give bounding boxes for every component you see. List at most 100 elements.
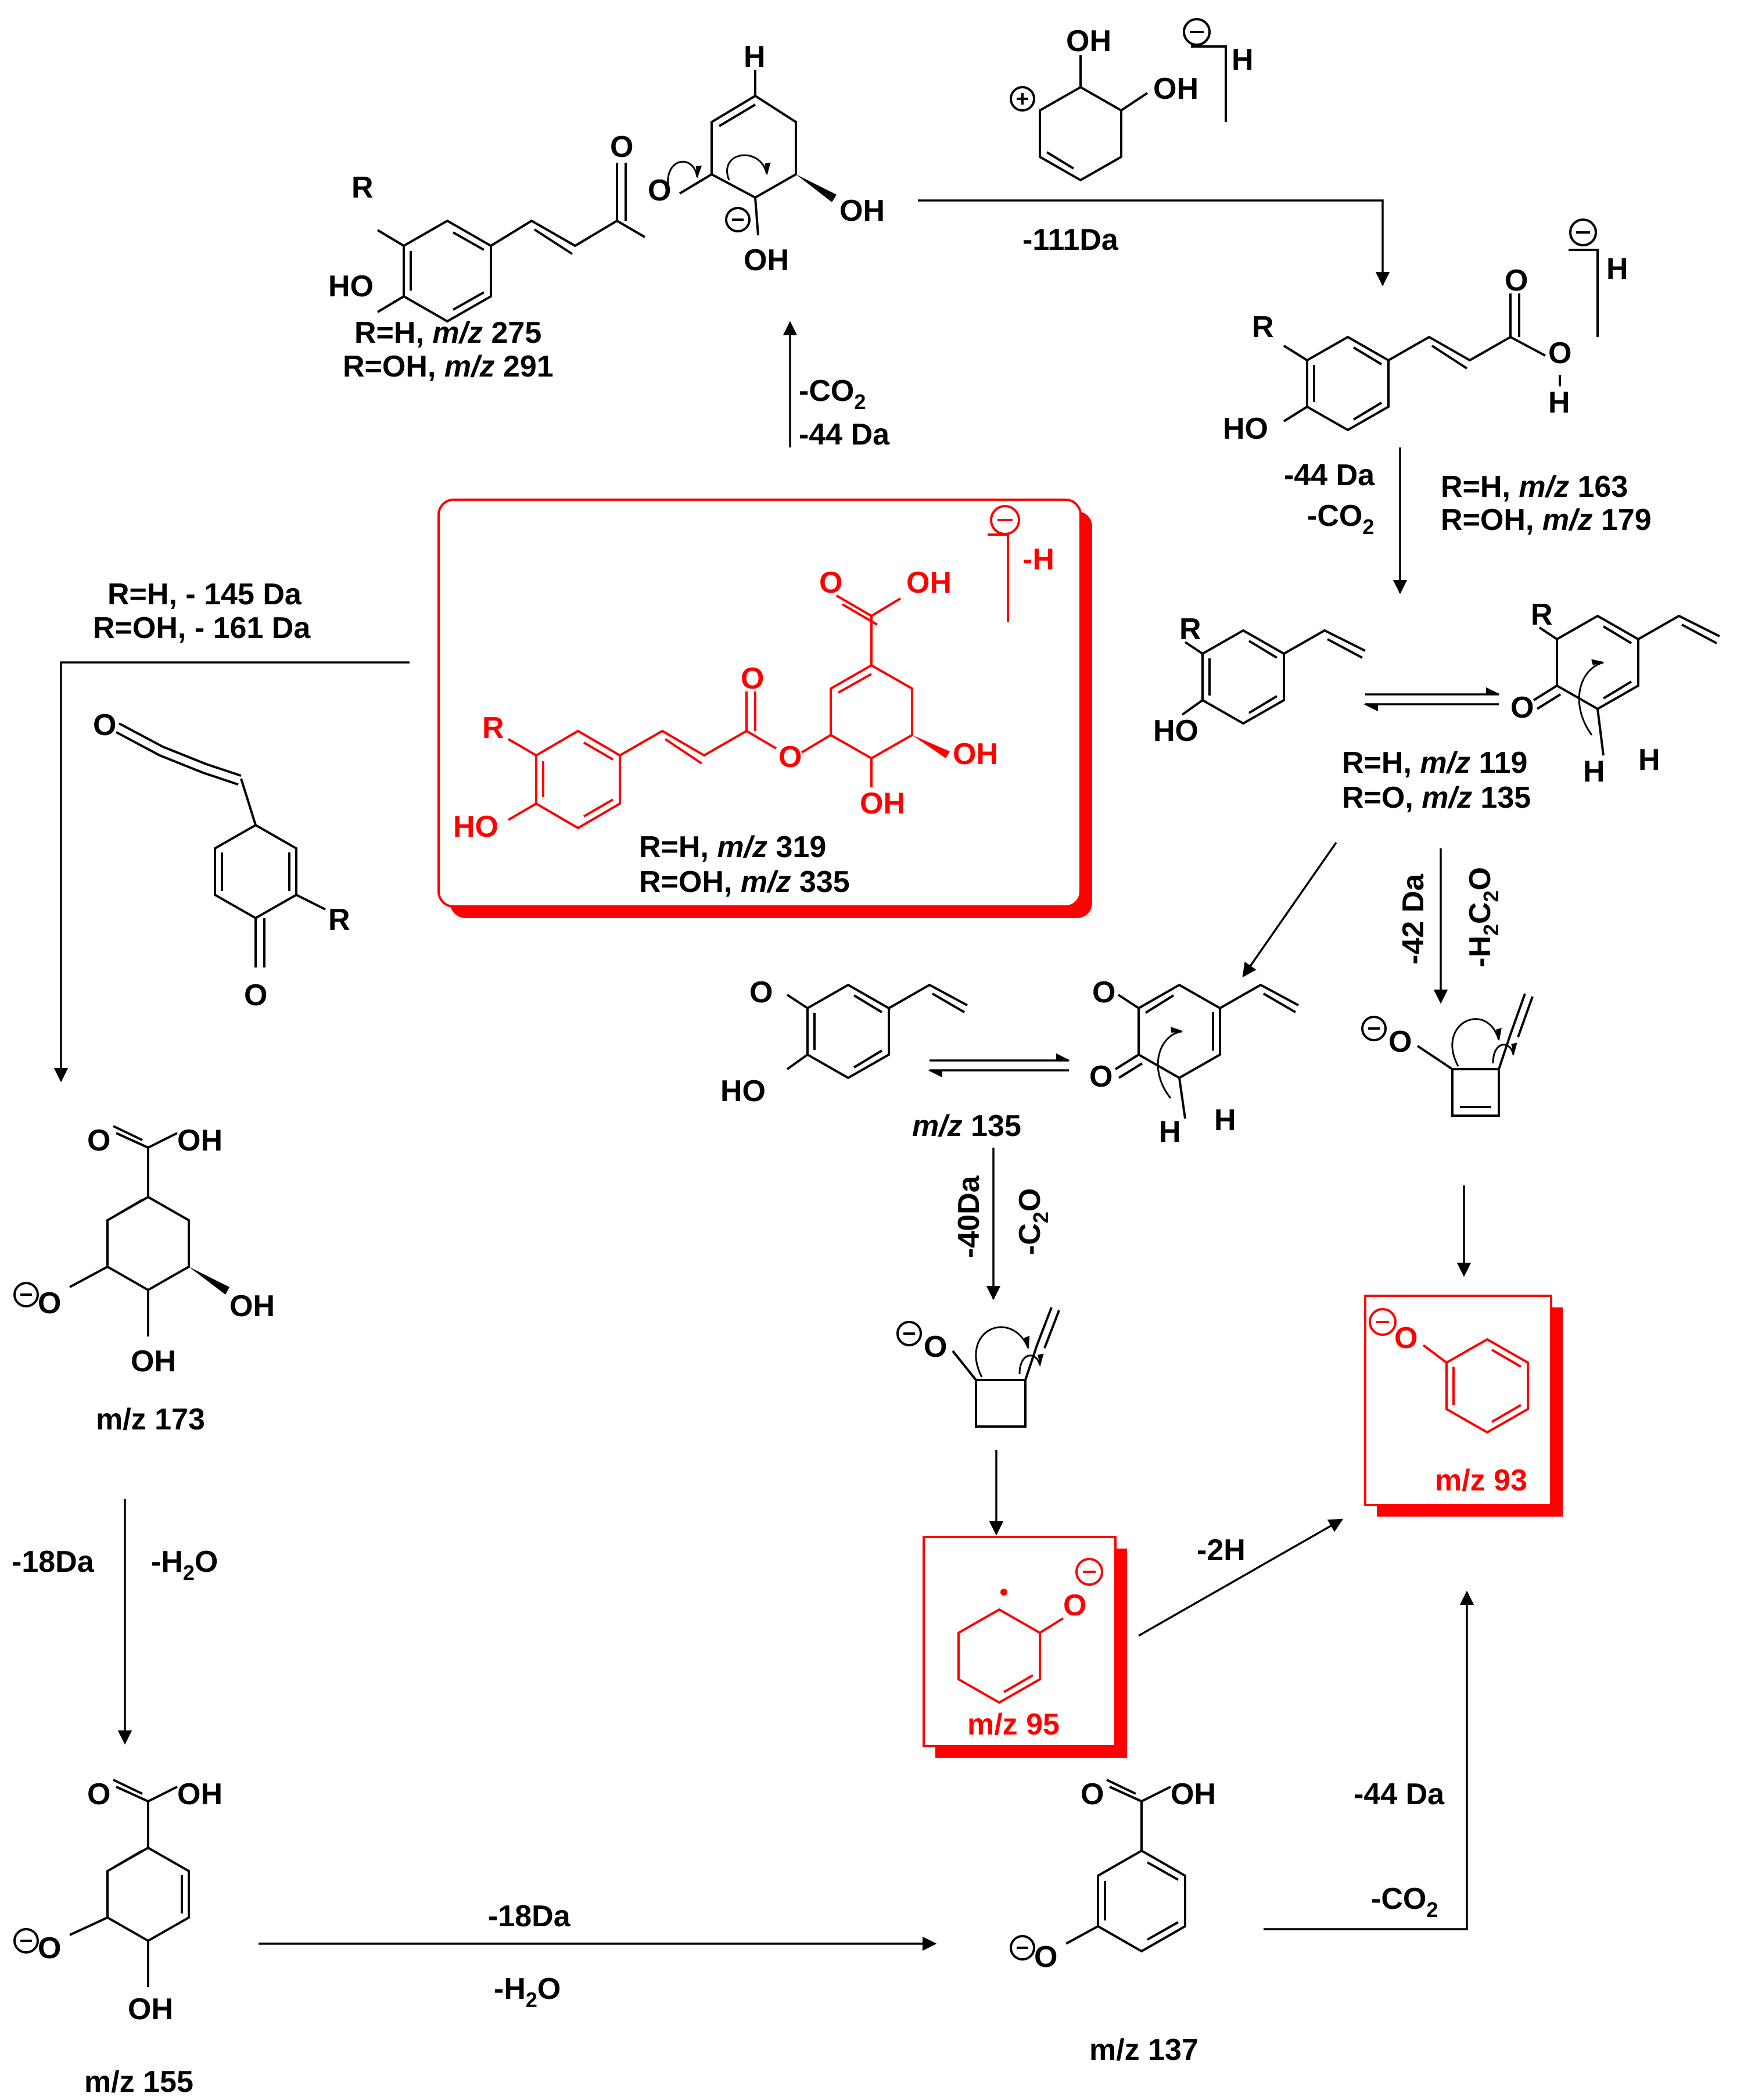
cation-h: H [1232,43,1254,77]
cation-oh1: OH [1066,24,1111,58]
step-18-left-d: O [195,1545,218,1579]
caffeic-label1-mz: m/z [1519,470,1569,504]
caffeic-label1-r: R=H, [1441,470,1519,504]
arrow-topleft-to-caffeic [918,199,1390,286]
cyclobutene-right: O [1361,993,1534,1117]
box95-label: m/z 95 [967,1708,1060,1741]
box93-o: O [1394,1321,1418,1355]
cv-o3: O [1089,1060,1113,1094]
step-44-right-c: 2 [1362,515,1374,539]
tl-ho-label: HO [328,270,374,303]
tl-h-label: H [744,40,766,74]
q155-oh: OH [177,1778,223,1811]
b137-om: O [1034,1940,1057,1974]
q155-oh2: OH [128,1993,173,2026]
q173-oh3: OH [131,1345,176,1378]
vp-label1-r: R=H, [1342,746,1420,780]
svg-text:-C2O: -C2O [1013,1188,1053,1255]
cation-oh2: OH [1153,72,1198,106]
step-44-right-a: -44 Da [1284,458,1375,492]
step-18-left-a: -18Da [12,1545,95,1579]
step-co2-a: -CO [799,374,854,408]
step-42-e: 2 [1479,891,1503,902]
svg-text:R=H, m/z 163: R=H, m/z 163 [1441,470,1628,504]
box93 [1364,1295,1552,1506]
step-44-bottom-a: -44 Da [1354,1778,1445,1811]
step-co2-b: 2 [854,390,866,414]
step-111: -111Da [1022,223,1119,257]
parent-label2-mz: m/z [741,865,791,899]
vp-h1: H [1583,755,1605,789]
ketene-o2: O [244,979,267,1012]
step-18-bottom-b: -H [494,1972,526,2006]
tl-label2-mz: m/z [444,350,495,384]
step-42-f: O [1463,867,1497,890]
caffeic-acid: R HO O O H H R=H, m/z 163 R=OH, m/z 179 [1223,218,1652,537]
ketene-r: R [328,903,350,937]
caffeic-o: O [1505,264,1528,298]
step-40-c: 2 [1029,1212,1053,1223]
step-42-b: -H [1463,936,1497,967]
tl-label1-mz: m/z [432,316,483,350]
b137-o: O [1081,1778,1104,1811]
parent-r-label: R [482,711,504,745]
svg-text:R=H, m/z 275: R=H, m/z 275 [354,316,541,350]
svg-text:R=H, m/z 119: R=H, m/z 119 [1342,746,1527,780]
svg-text:R=OH, m/z 179: R=OH, m/z 179 [1441,503,1652,537]
tl-carbonyl-o: O [610,130,633,164]
caffeic-r: R [1252,310,1274,344]
cv-h2: H [1214,1103,1236,1137]
parent-label1-r: R=H, [639,830,717,864]
tl-label1-r: R=H, [354,316,432,350]
cv-value: 135 [963,1109,1021,1143]
step-40-a: -40Da [952,1175,986,1258]
left-loss-2: R=OH, - 161 Da [93,611,311,645]
svg-text:R=H, m/z 319: R=H, m/z 319 [639,830,826,864]
caffeic-label2-value: 179 [1593,503,1652,537]
parent-label1-value: 319 [767,830,826,864]
arrow-95-to-93 [1138,1518,1344,1637]
step-42-d: C [1463,902,1497,924]
tl-label2-r: R=OH, [343,350,444,384]
svg-text:-CO2: -CO2 [1307,499,1374,539]
q155-label: m/z 155 [84,2065,193,2099]
cv-o2: O [1092,976,1115,1009]
q155-om: O [38,1931,61,1965]
q173-om: O [38,1286,61,1320]
step-42-c: 2 [1479,924,1503,936]
tl-label1-value: 275 [483,316,541,350]
vp-label1-mz: m/z [1420,746,1470,780]
tl-oh-bottom: OH [744,243,789,277]
caffeic-h: H [1606,252,1628,286]
caffeic-ho: HO [1223,412,1268,446]
tl-oh-right: OH [839,194,885,228]
arrow-vp-to-quinone [1242,842,1337,978]
parent-oh-right: OH [953,737,998,771]
step-18-left-c: 2 [183,1561,195,1585]
parent-label2-value: 335 [791,865,850,899]
step-40-b: -C [1013,1223,1047,1255]
q173-o: O [87,1124,110,1157]
vp-label2-r: R=O, [1342,781,1422,815]
parent-ester-o: O [778,740,802,774]
svg-text:-H2C2O: -H2C2O [1463,867,1503,967]
box93-label: m/z 93 [1435,1464,1527,1497]
q155-o: O [87,1778,110,1811]
vp-label1-value: 119 [1470,746,1527,780]
parent-box [437,499,1082,908]
step-18-bottom-d: O [537,1972,561,2006]
arrow-137-to-93 [1264,1590,1474,1930]
cv-mz: m/z [912,1109,963,1143]
ketene-fragment: O R O [93,708,350,1012]
caffeic-label1-value: 163 [1569,470,1628,504]
svg-text:R=O, m/z 135: R=O, m/z 135 [1342,781,1531,815]
cyclohexenyl-95: O m/z 95 [923,1536,1127,1758]
phenoxide-93: O m/z 93 [1364,1295,1563,1517]
tl-r-label: R [351,171,374,205]
parent-carbonyl-o: O [741,662,764,696]
q173-oh2: OH [229,1289,275,1323]
box95-o: O [1063,1589,1086,1622]
parent-label1-mz: m/z [717,830,767,864]
vp-label2-value: 135 [1472,781,1531,815]
cation-fragment: OH OH H [1010,18,1254,182]
